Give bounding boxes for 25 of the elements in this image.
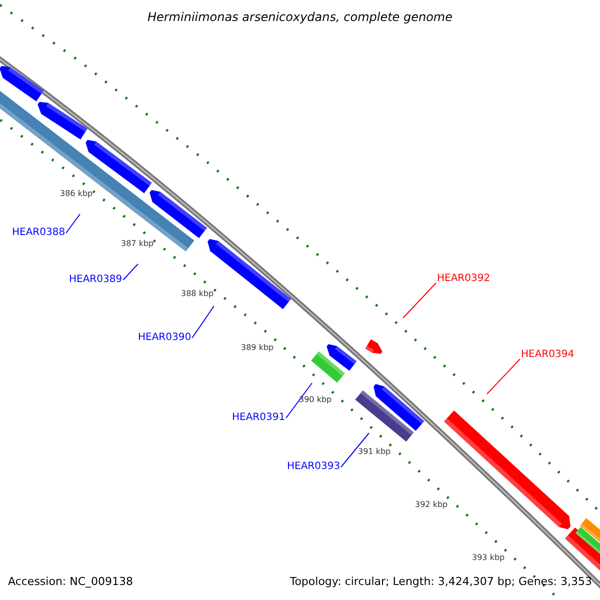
gene-label: HEAR0390	[138, 332, 192, 344]
leader-line	[192, 306, 214, 338]
position-label: 387 kbp	[121, 239, 154, 248]
gene-label: HEAR0388	[12, 227, 66, 239]
position-label: 391 kbp	[358, 447, 391, 456]
leader-line	[286, 382, 312, 418]
accession-label: Accession: NC_009138	[8, 575, 134, 588]
gene-label: HEAR0392	[437, 273, 490, 285]
position-label: 390 kbp	[299, 395, 332, 404]
gene-label: HEAR0393	[287, 461, 340, 473]
position-label: 386 kbp	[60, 189, 93, 198]
position-label: 389 kbp	[241, 343, 274, 352]
leader-line	[340, 432, 370, 468]
leader-line	[66, 214, 80, 234]
leader-line	[122, 264, 138, 280]
gene-label: HEAR0394	[521, 349, 574, 361]
position-label: 392 kbp	[415, 500, 448, 509]
leader-line	[402, 282, 436, 318]
position-label: 388 kbp	[181, 289, 214, 298]
title: Herminiimonas arsenicoxydans, complete genome	[146, 10, 454, 24]
leader-line	[486, 358, 520, 394]
genome-info-label: Topology: circular; Length: 3,424,307 bp; Genes: 3,353	[290, 575, 592, 588]
position-label: 393 kbp	[472, 553, 505, 562]
gene-label: HEAR0391	[232, 412, 286, 424]
gene-label: HEAR0389	[69, 274, 122, 286]
